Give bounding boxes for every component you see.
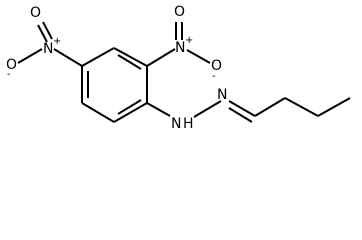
left-nitro-double-bond-b — [42, 21, 53, 40]
right-nitro-n-charge: + — [185, 35, 193, 46]
nitro-group-left: O N + O - — [6, 5, 83, 80]
right-nitro-o-top: O — [174, 4, 185, 20]
ring-bond-6 — [81, 47, 115, 67]
left-nitro-o-charge: - — [7, 69, 11, 80]
chain-bond-2 — [284, 97, 319, 117]
benzene-ring — [81, 47, 148, 123]
ring-to-nh-bond — [146, 102, 171, 117]
chain-bond-1 — [254, 97, 286, 117]
n-to-c-double-bond-a — [228, 100, 256, 117]
left-nitro-o-top: O — [30, 5, 41, 21]
left-nitro-o-bottom: O — [6, 57, 17, 73]
hydrazine-n: N — [217, 87, 227, 103]
ring-bond-3 — [113, 102, 148, 123]
left-nitro-n: N — [43, 41, 53, 57]
ring-bond-4 — [81, 102, 115, 123]
left-nitro-n-charge: + — [53, 36, 61, 47]
nitro-group-right: O N + O - — [146, 4, 222, 82]
chain-bond-3 — [317, 97, 351, 117]
right-nitro-single-bond — [186, 49, 211, 64]
ring-to-left-nitro-bond — [53, 48, 83, 67]
molecule-diagram: O N + O - O N + O - N — [6, 4, 351, 132]
nh-to-n-bond — [193, 100, 222, 118]
ring-double-bond-bottom — [117, 99, 142, 115]
left-nitro-single-bond — [17, 48, 43, 64]
hydrazine-nh-h: H — [183, 116, 194, 132]
hydrazine-nh-n: N — [171, 116, 181, 132]
structure-canvas: O N + O - O N + O - N — [6, 4, 351, 132]
left-nitro-double-bond-a — [37, 24, 48, 43]
n-to-c-double-bond-b — [228, 107, 253, 123]
right-nitro-o-charge: - — [212, 71, 216, 82]
ring-double-bond-top-right — [117, 54, 142, 70]
right-nitro-o-right: O — [211, 58, 222, 74]
ring-bond-1 — [113, 47, 148, 67]
hydrazone-chain: N H N — [146, 87, 351, 132]
ring-to-right-nitro-bond — [146, 48, 176, 67]
right-nitro-n: N — [175, 40, 185, 56]
